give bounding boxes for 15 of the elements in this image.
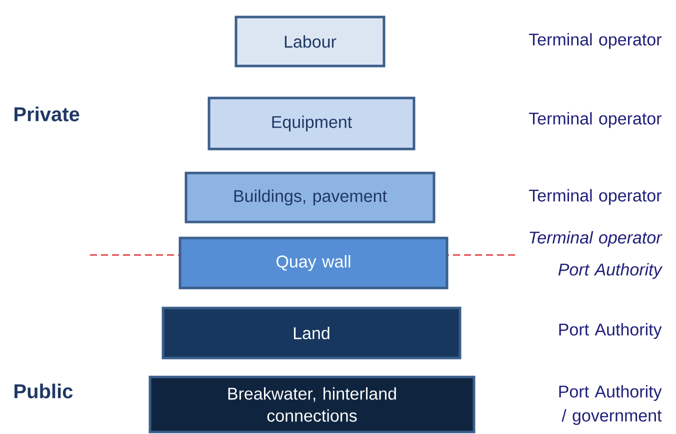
owner-label: Port Authority bbox=[558, 263, 663, 279]
layer-box: Quay wall bbox=[178, 236, 448, 290]
layer-box: Labour bbox=[234, 16, 386, 68]
owner-label: Terminal operator bbox=[528, 33, 662, 49]
owner-label: Port Authority / government bbox=[559, 385, 662, 425]
owner-label: Terminal operator bbox=[530, 231, 662, 247]
sector-label: Public bbox=[14, 384, 73, 398]
owner-label: Terminal operator bbox=[528, 112, 662, 128]
owner-label: Port Authority bbox=[559, 323, 662, 339]
layer-box: Breakwater, hinterland connections bbox=[148, 376, 476, 434]
sector-label: Private bbox=[14, 106, 80, 122]
layer-box: Land bbox=[162, 306, 462, 360]
owner-label: Terminal operator bbox=[528, 189, 662, 205]
layer-box: Buildings, pavement bbox=[184, 172, 436, 224]
layer-box: Equipment bbox=[208, 96, 416, 150]
